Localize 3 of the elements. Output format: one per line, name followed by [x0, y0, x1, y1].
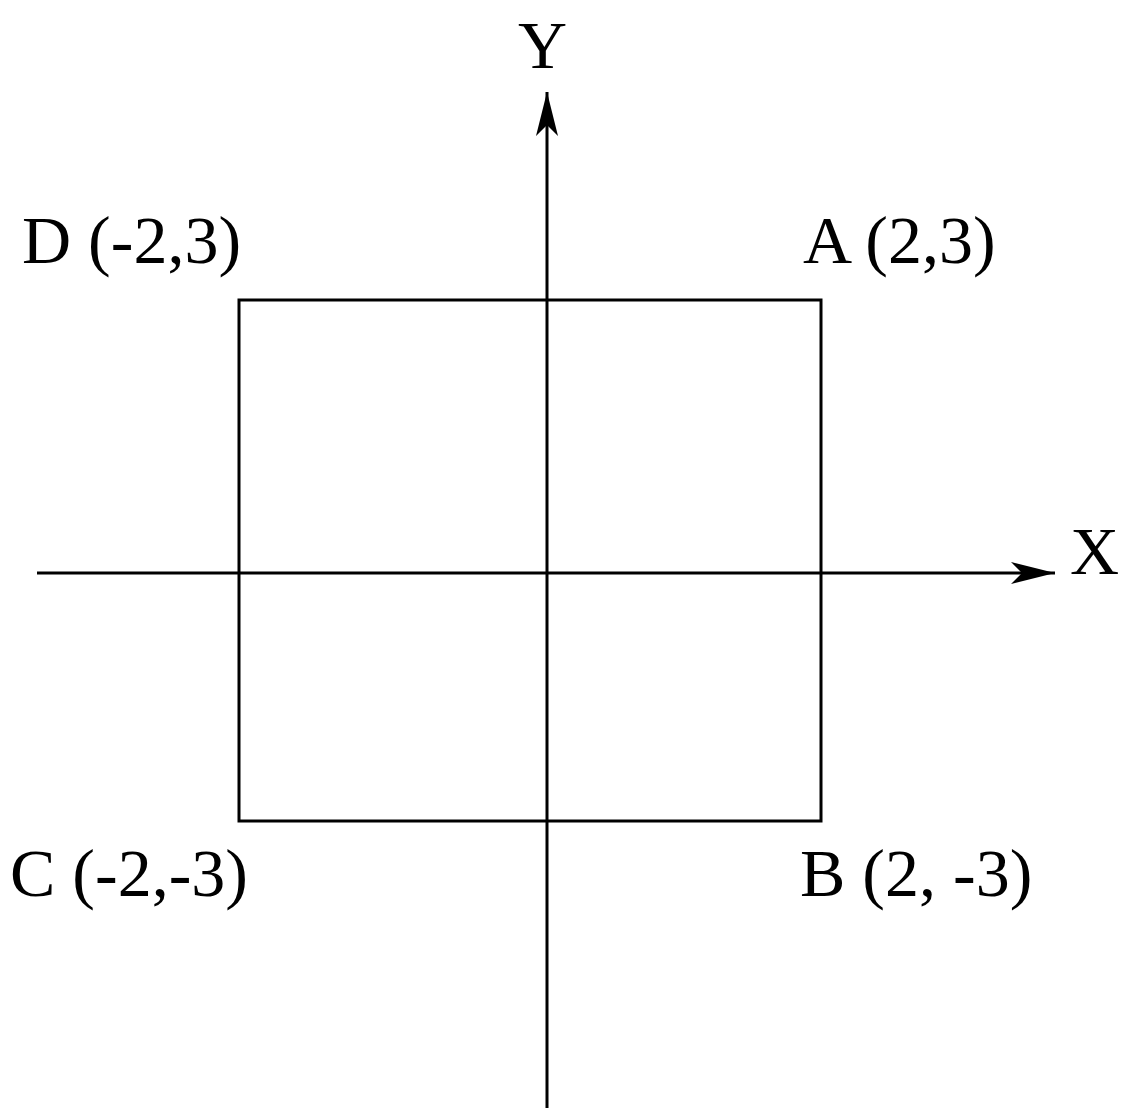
- rectangle: [237, 298, 823, 823]
- axis-label: Y: [518, 11, 568, 79]
- axis-label: X: [1070, 517, 1120, 585]
